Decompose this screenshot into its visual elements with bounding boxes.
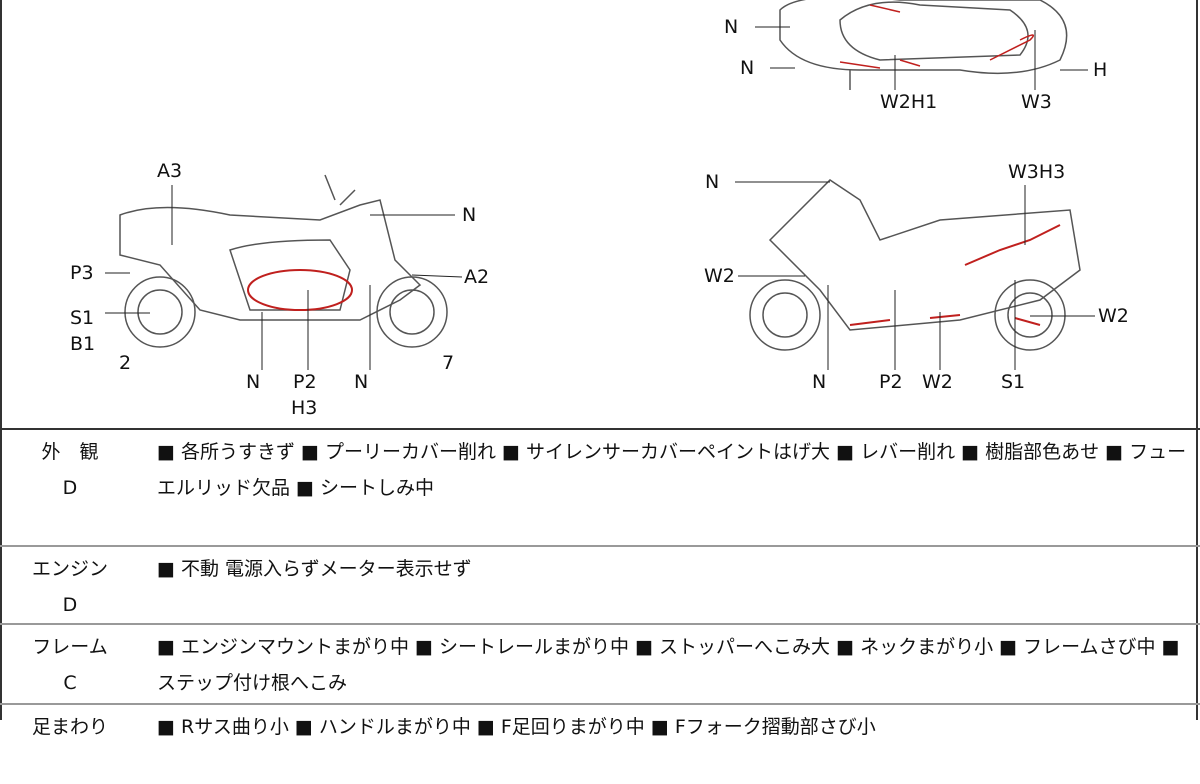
label: W2H1	[880, 91, 938, 113]
label: P2	[293, 371, 317, 393]
remarks: ■ エンジンマウントまがり中 ■ シートレールまがり中 ■ ストッパーへこみ大 …	[157, 636, 1180, 694]
table-row: 外 観 D ■ 各所うすきず ■ プーリーカバー削れ ■ サイレンサーカバーペイン…	[0, 429, 1200, 546]
label: W2	[922, 371, 953, 393]
label: S1	[70, 307, 95, 329]
label: N	[354, 371, 369, 393]
label: B1	[70, 333, 96, 355]
left-side-diagram	[105, 174, 463, 370]
label: N	[724, 16, 739, 38]
label: A3	[157, 160, 183, 182]
label: A2	[464, 266, 490, 288]
label: N	[462, 204, 477, 226]
grade: D	[62, 477, 78, 499]
category: 外 観	[41, 441, 99, 463]
label: W2	[704, 265, 735, 287]
label: N	[812, 371, 827, 393]
label: S1	[1001, 371, 1026, 393]
label: W2	[1098, 305, 1129, 327]
label: 2	[119, 352, 132, 374]
table-row: フレーム C ■ エンジンマウントまがり中 ■ シートレールまがり中 ■ ストッパ…	[0, 624, 1200, 704]
label: N	[705, 171, 720, 193]
inspection-table: 外 観 D ■ 各所うすきず ■ プーリーカバー削れ ■ サイレンサーカバーペイン…	[0, 428, 1200, 784]
right-side-diagram	[735, 179, 1095, 370]
table-row: エンジン D ■ 不動 電源入らずメーター表示せず	[0, 546, 1200, 624]
label: H	[1093, 59, 1108, 81]
label: N	[246, 371, 261, 393]
remarks: ■ 不動 電源入らずメーター表示せず	[157, 558, 472, 580]
top-view-diagram	[755, 0, 1088, 90]
category: エンジン	[31, 558, 108, 580]
label: W3	[1021, 91, 1052, 113]
remarks: ■ Rサス曲り小 ■ ハンドルまがり中 ■ F足回りまがり中 ■ Fフォーク摺動…	[157, 716, 876, 738]
label: P3	[70, 262, 94, 284]
grade: D	[62, 594, 78, 616]
remarks: ■ 各所うすきず ■ プーリーカバー削れ ■ サイレンサーカバーペイントはげ大 …	[157, 441, 1187, 499]
sheet-frame	[0, 0, 1198, 720]
motorcycle-diagrams	[105, 0, 1095, 370]
label: N	[740, 57, 755, 79]
label: P2	[879, 371, 903, 393]
label: H3	[291, 397, 318, 419]
table-row: 足まわり ■ Rサス曲り小 ■ ハンドルまがり中 ■ F足回りまがり中 ■ Fフ…	[0, 704, 1200, 784]
grade: C	[63, 672, 77, 694]
category: フレーム	[32, 636, 108, 658]
label: 7	[442, 352, 455, 374]
category: 足まわり	[31, 716, 108, 738]
label: W3H3	[1008, 161, 1066, 183]
